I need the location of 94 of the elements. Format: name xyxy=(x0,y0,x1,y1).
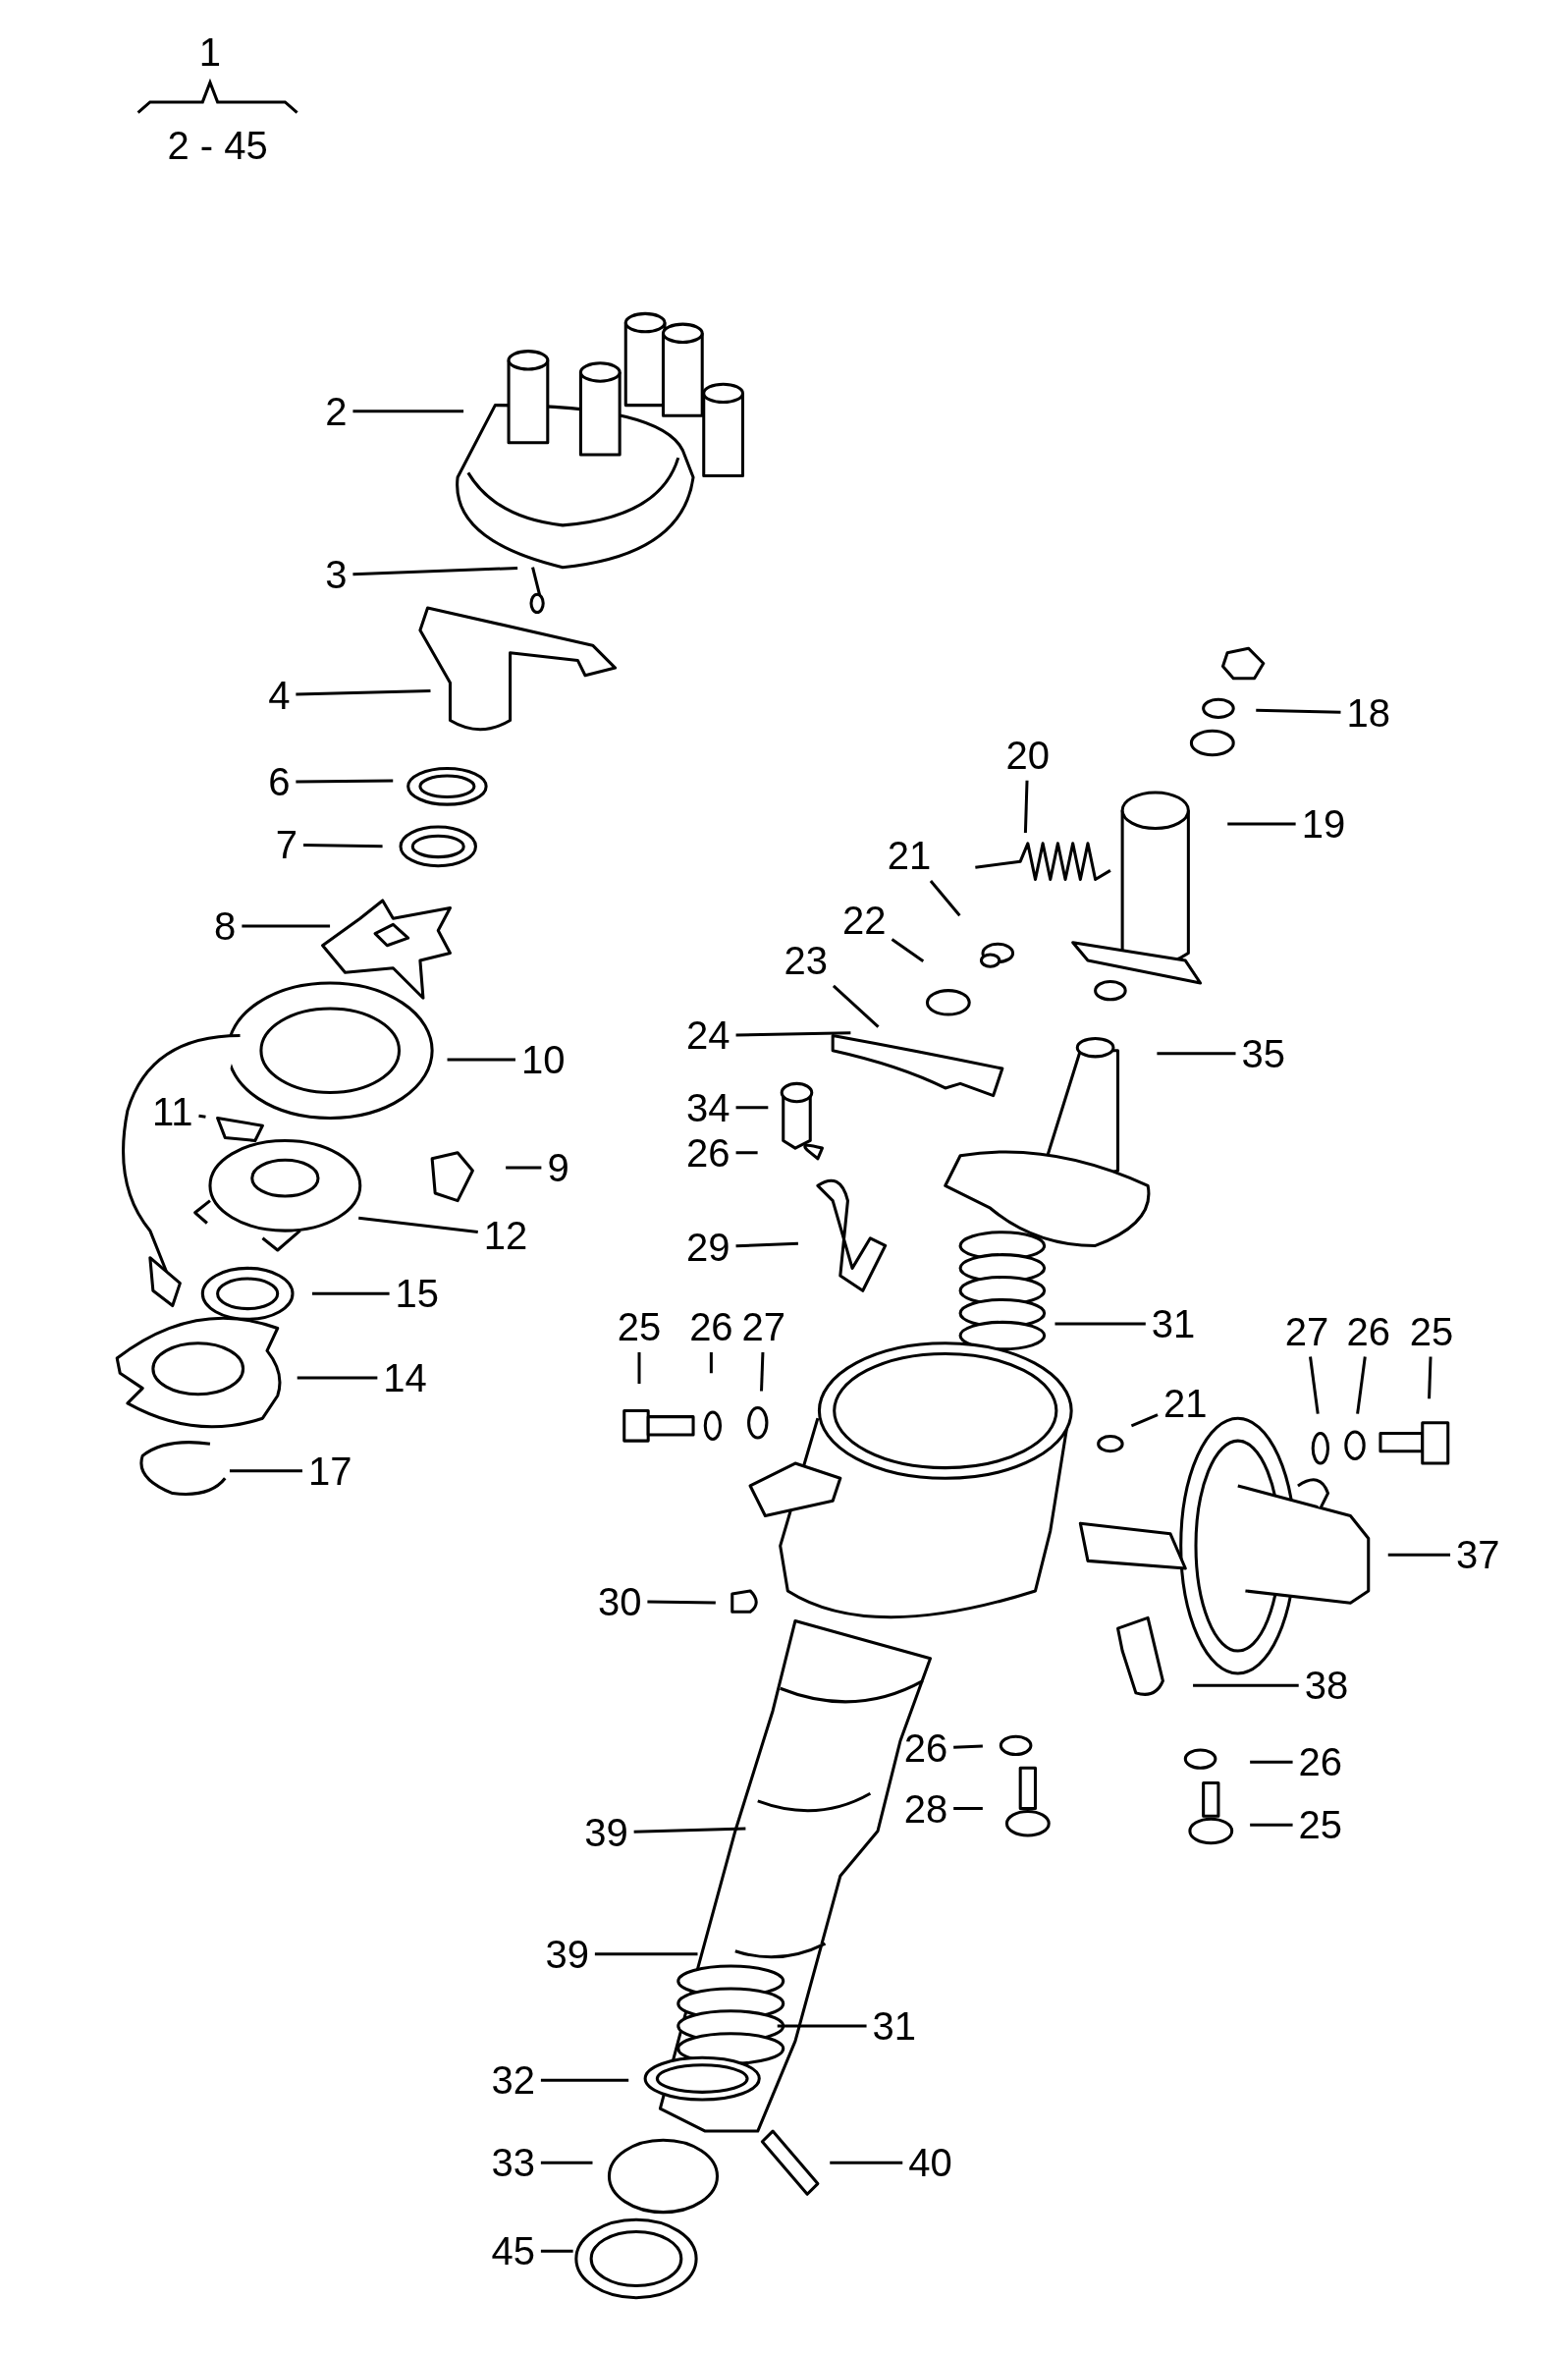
leader-line xyxy=(735,1241,798,1248)
leader-line xyxy=(633,1827,746,1834)
leader-line xyxy=(447,1058,515,1062)
leader-line xyxy=(1256,708,1341,714)
callout-number: 1 xyxy=(198,32,222,73)
leader-line xyxy=(540,2249,573,2253)
callout-number: 26 xyxy=(689,1306,733,1346)
callout-number: 4 xyxy=(268,675,291,715)
leader-line xyxy=(929,880,961,917)
leader-line xyxy=(229,1469,302,1473)
leader-line xyxy=(1023,780,1029,834)
leader-line xyxy=(540,2078,629,2082)
leader-line xyxy=(1157,1052,1236,1056)
leader-line xyxy=(594,1952,698,1956)
leader-line xyxy=(312,1291,390,1295)
callout-number: 24 xyxy=(686,1015,730,1056)
leader-line xyxy=(358,1216,478,1233)
leader-line xyxy=(1130,1413,1159,1428)
callout-number: 11 xyxy=(151,1092,193,1132)
leader-line xyxy=(709,1351,713,1374)
leader-line xyxy=(830,2161,903,2164)
leader-line xyxy=(647,1600,716,1605)
callout-number: 19 xyxy=(1301,804,1346,844)
callout-number: 6 xyxy=(268,762,291,802)
leader-line xyxy=(735,1106,769,1110)
callout-number: 32 xyxy=(491,2060,535,2101)
leader-line xyxy=(297,1376,378,1380)
callout-number: 34 xyxy=(686,1087,730,1127)
callout-number: 20 xyxy=(1005,735,1051,775)
callout-number: 26 xyxy=(1298,1742,1343,1782)
leader-line xyxy=(891,938,925,963)
callout-number: 27 xyxy=(1284,1311,1329,1351)
callout-number: 31 xyxy=(872,2006,917,2047)
callout-number: 26 xyxy=(1346,1311,1390,1351)
leader-line xyxy=(1227,822,1296,826)
leader-line xyxy=(637,1351,641,1384)
callout-number: 21 xyxy=(887,836,932,876)
callout-number: 15 xyxy=(395,1274,440,1314)
callout-number: 26 xyxy=(686,1132,730,1173)
leader-line xyxy=(198,1114,206,1119)
callout-number: 22 xyxy=(842,900,887,940)
leader-line xyxy=(953,1807,983,1810)
callout-number: 29 xyxy=(686,1227,730,1267)
callout-number: 39 xyxy=(584,1812,628,1852)
leader-line xyxy=(506,1166,542,1170)
callout-number: 10 xyxy=(520,1039,566,1079)
leader-line xyxy=(1428,1356,1433,1399)
leader-line xyxy=(296,689,431,696)
leader-line xyxy=(1250,1760,1293,1764)
leader-line xyxy=(352,410,464,413)
leader-line xyxy=(352,566,518,576)
leader-line xyxy=(735,1031,851,1037)
leader-line xyxy=(540,2161,593,2164)
callout-number: 38 xyxy=(1304,1666,1349,1706)
leader-line xyxy=(1054,1322,1146,1326)
callout-number: 45 xyxy=(491,2231,535,2272)
callout-number: 33 xyxy=(491,2143,535,2183)
leader-line xyxy=(777,2024,867,2028)
leader-line xyxy=(296,779,394,784)
callout-number: 12 xyxy=(483,1215,528,1255)
callout-number: 3 xyxy=(325,555,348,595)
callout-number: 30 xyxy=(597,1581,642,1621)
leader-line xyxy=(1387,1553,1451,1557)
callout-number: 9 xyxy=(547,1147,569,1187)
callout-number: 28 xyxy=(903,1788,948,1829)
callout-number: 8 xyxy=(214,905,237,946)
callout-number: 18 xyxy=(1346,692,1390,733)
leader-line xyxy=(735,1151,758,1155)
callout-number: 26 xyxy=(903,1728,948,1769)
leader-line xyxy=(832,984,880,1028)
leader-line xyxy=(953,1744,983,1749)
callout-number: 39 xyxy=(545,1934,589,1974)
leader-line xyxy=(1193,1683,1299,1687)
callout-number: 25 xyxy=(1409,1311,1454,1351)
callout-number: 37 xyxy=(1456,1535,1500,1575)
callout-number: 31 xyxy=(1151,1303,1196,1343)
callout-number: 7 xyxy=(275,825,297,865)
callout-number: 25 xyxy=(1298,1805,1343,1845)
leader-line xyxy=(1250,1823,1293,1827)
callout-number: 14 xyxy=(383,1357,427,1397)
callout-number: 23 xyxy=(784,941,828,981)
callout-number: 17 xyxy=(307,1451,352,1491)
callout-number: 40 xyxy=(908,2143,952,2183)
callout-number: 27 xyxy=(741,1306,786,1346)
callout-number: 35 xyxy=(1241,1033,1285,1073)
leader-line xyxy=(1309,1356,1320,1414)
range-label: 2 - 45 xyxy=(167,126,268,166)
callout-number: 21 xyxy=(1163,1383,1208,1423)
leader-line xyxy=(303,844,383,849)
leader-line xyxy=(1356,1356,1367,1414)
leader-line xyxy=(760,1351,765,1392)
leader-line xyxy=(242,924,331,928)
callout-number: 2 xyxy=(325,391,348,431)
callout-number: 25 xyxy=(617,1306,662,1346)
